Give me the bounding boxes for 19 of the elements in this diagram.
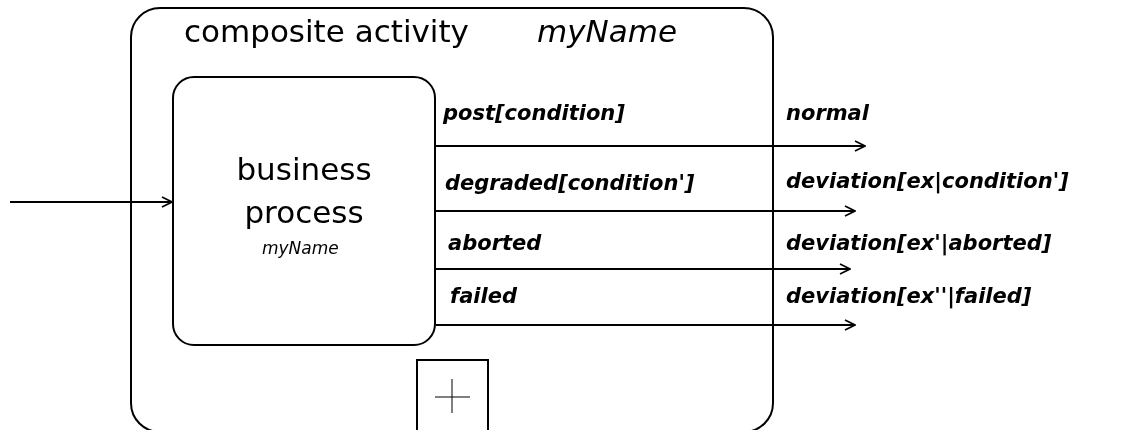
edge-label: degraded[condition']	[445, 171, 695, 195]
process-box	[172, 76, 436, 346]
process-name: myName	[262, 238, 339, 258]
outcome-label: normal	[786, 101, 869, 125]
arrow	[435, 263, 851, 275]
arrow	[435, 140, 866, 152]
outcome-label: deviation[ex''|failed]	[786, 284, 1032, 308]
activity-frame	[130, 7, 774, 430]
arrow	[435, 319, 856, 331]
arrow	[435, 205, 856, 217]
process-title: business process	[235, 150, 373, 233]
activity-heading: composite activity	[184, 13, 469, 49]
outcome-label: deviation[ex'|aborted]	[786, 231, 1052, 255]
edge-label: post[condition]	[443, 101, 625, 125]
outcome-label: deviation[ex|condition']	[786, 169, 1069, 193]
edge-label: aborted	[448, 231, 542, 255]
activity-name: myName	[537, 13, 677, 49]
edge-label: failed	[450, 284, 517, 308]
arrow	[9, 196, 173, 208]
